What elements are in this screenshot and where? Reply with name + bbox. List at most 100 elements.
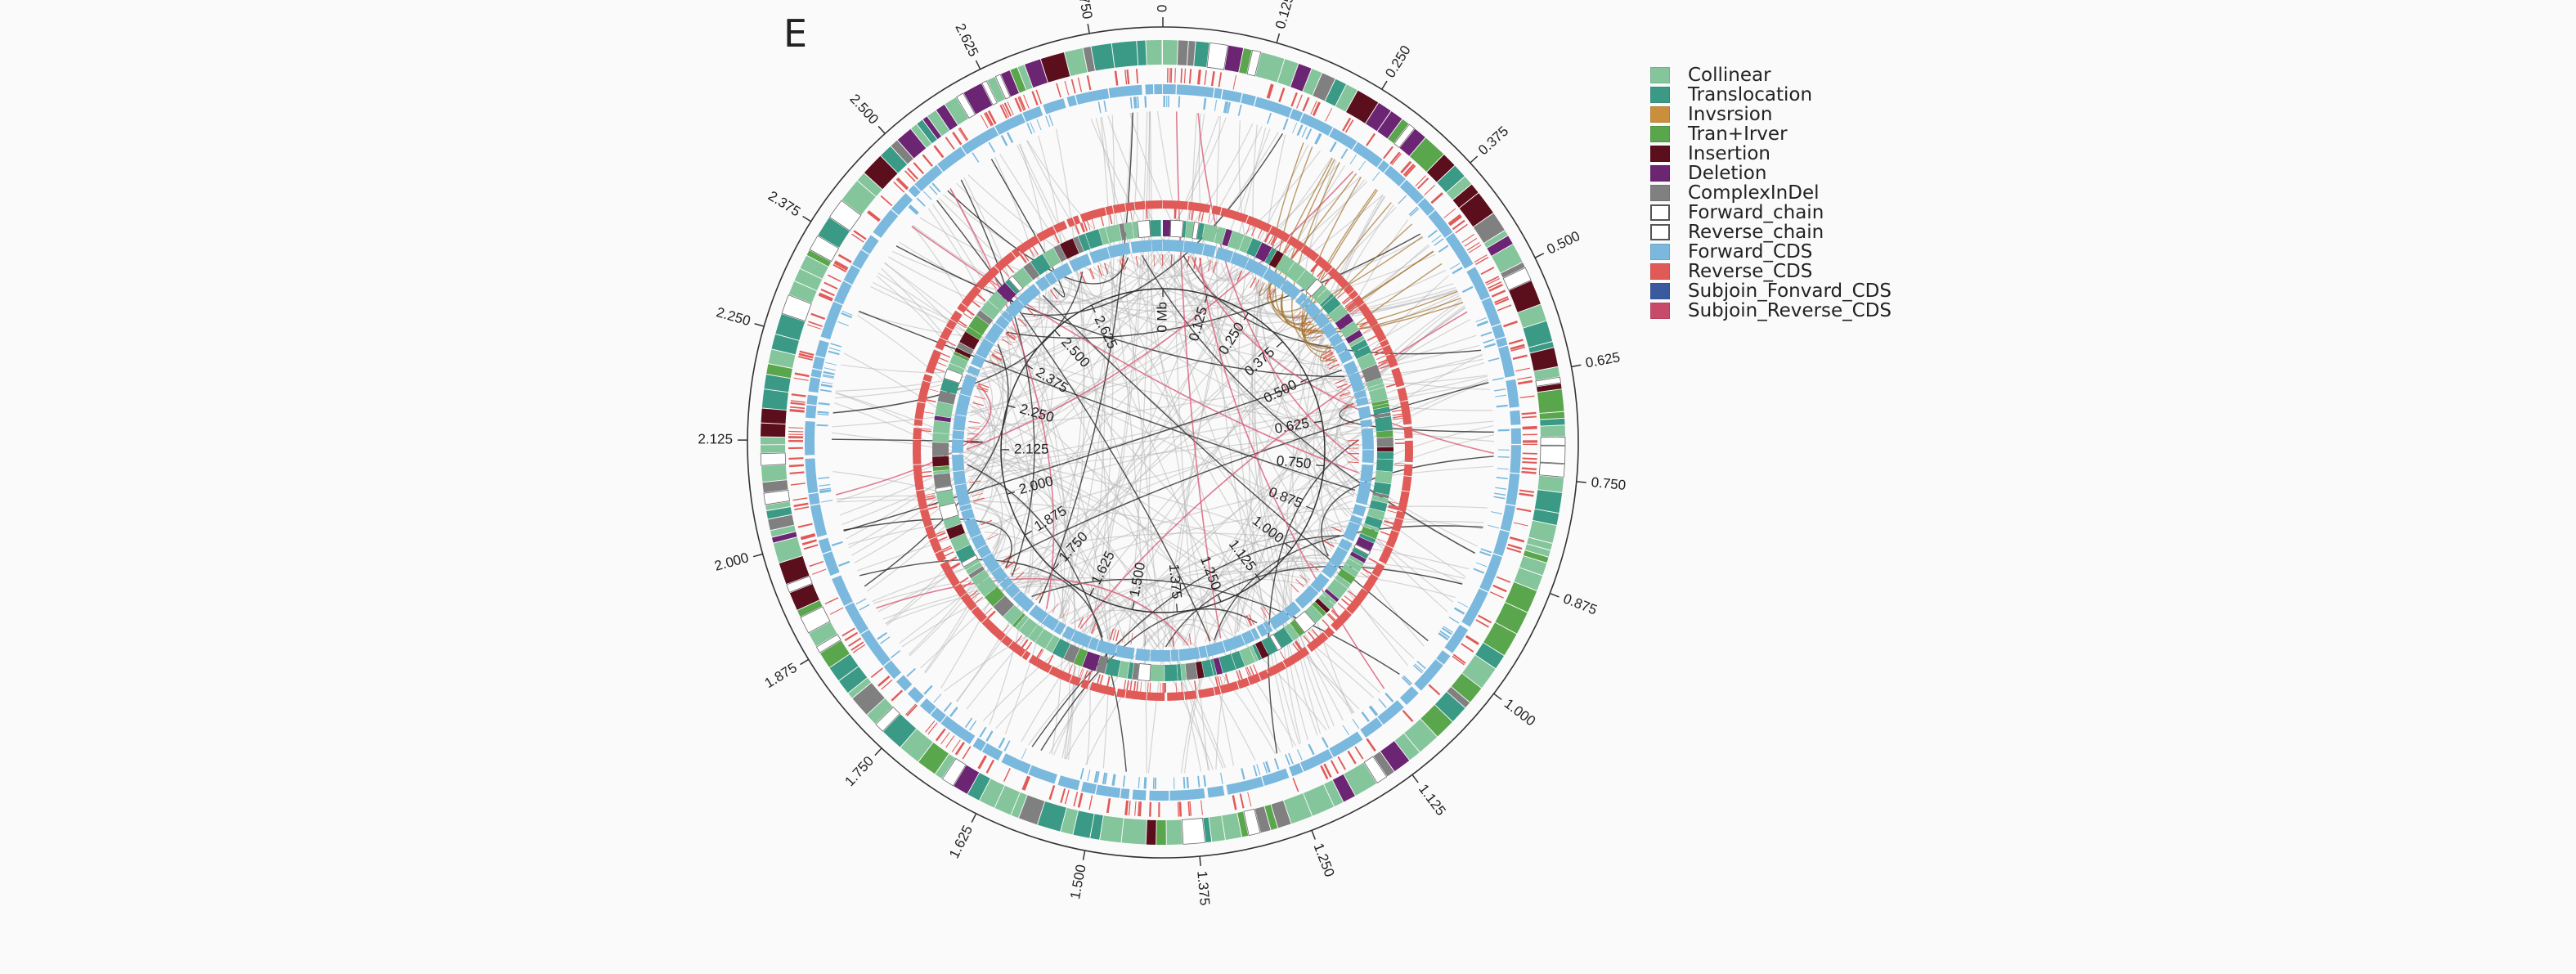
feature-block <box>1277 59 1299 87</box>
cds-band <box>940 326 953 341</box>
cds-mark <box>1273 758 1280 770</box>
legend-item: Reverse_chain <box>1650 222 1892 243</box>
feature-block <box>1239 235 1253 254</box>
feature-block <box>1322 296 1341 315</box>
cds-mark <box>1368 557 1378 563</box>
feature-block <box>1371 399 1389 406</box>
feature-block <box>1165 664 1178 681</box>
cds-mark <box>991 353 1003 361</box>
inner-tick-label: 2.125 <box>1014 441 1049 456</box>
outer-tick-label: 2.375 <box>765 188 803 220</box>
outer-forward-cds-ticks <box>816 96 1510 789</box>
cds-mark <box>1164 682 1165 693</box>
link <box>850 351 1004 556</box>
cds-mark <box>1452 655 1465 666</box>
cds-band <box>1338 538 1353 552</box>
cds-mark <box>1402 675 1412 684</box>
legend-item: Reverse_CDS <box>1650 261 1892 282</box>
cds-mark <box>1079 272 1086 284</box>
cds-mark <box>1345 422 1358 425</box>
cds-mark <box>1475 317 1487 323</box>
cds-mark <box>1295 641 1301 650</box>
cds-band <box>937 146 967 173</box>
cds-mark <box>1393 415 1403 419</box>
legend-label: ComplexInDel <box>1688 182 1820 204</box>
outer-tick-label: 2.625 <box>952 21 981 60</box>
cds-band <box>1466 267 1490 301</box>
cds-band <box>1496 337 1508 348</box>
cds-mark <box>1521 467 1537 471</box>
cds-band <box>1263 267 1286 290</box>
cds-mark <box>794 506 810 510</box>
cds-mark <box>1111 774 1115 786</box>
cds-mark <box>816 424 828 427</box>
outer-tick-label: 0.750 <box>1591 474 1627 493</box>
cds-mark <box>1320 765 1329 779</box>
feature-block <box>1295 269 1317 291</box>
feature-block <box>864 155 898 190</box>
legend-item: Forward_CDS <box>1650 241 1892 263</box>
feature-block <box>1376 437 1393 447</box>
cds-mark <box>904 170 916 182</box>
cds-mark <box>937 361 947 367</box>
cds-mark <box>1135 256 1138 268</box>
cds-band <box>1258 669 1270 681</box>
cds-band <box>1245 258 1268 278</box>
cds-band <box>1187 201 1211 213</box>
link <box>1089 111 1148 633</box>
feature-block <box>954 348 972 359</box>
cds-mark <box>1322 619 1330 627</box>
cds-mark <box>1464 237 1478 247</box>
outer-tick-label: 1.375 <box>1194 870 1213 906</box>
cds-mark <box>1106 676 1111 687</box>
cds-mark <box>1021 748 1027 760</box>
feature-block <box>993 595 1015 617</box>
feature-block <box>1012 267 1033 289</box>
cds-mark <box>1322 352 1333 359</box>
cds-mark <box>1133 680 1136 691</box>
outer-tick-label: 0.875 <box>1561 590 1600 617</box>
cds-mark <box>1496 576 1511 583</box>
cds-mark <box>1480 548 1492 554</box>
cds-mark <box>1391 153 1402 165</box>
cds-mark <box>1495 487 1507 490</box>
cds-mark <box>1391 409 1402 413</box>
cds-mark <box>1170 68 1173 83</box>
cds-mark <box>1236 271 1243 282</box>
cds-band <box>1500 504 1515 532</box>
cds-mark <box>1097 674 1101 684</box>
cds-mark <box>1284 244 1290 254</box>
cds-mark <box>1106 797 1111 814</box>
cds-mark <box>1152 777 1155 789</box>
cds-band <box>1510 428 1521 444</box>
cds-band <box>1001 635 1013 648</box>
cds-mark <box>1475 562 1488 568</box>
cds-mark <box>1415 175 1426 186</box>
cds-mark <box>812 568 827 575</box>
feature-block <box>1325 79 1346 106</box>
cds-mark <box>1174 209 1177 219</box>
link <box>846 291 1049 540</box>
cds-mark <box>1323 763 1332 778</box>
outer-tick <box>1381 80 1388 90</box>
cds-mark <box>1410 208 1420 217</box>
link <box>854 400 991 563</box>
cds-band <box>1358 303 1379 328</box>
cds-mark <box>1331 527 1342 532</box>
cds-band <box>1095 784 1121 798</box>
cds-mark <box>1207 260 1211 272</box>
feature-block <box>761 445 786 453</box>
cds-mark <box>1147 682 1149 693</box>
cds-band <box>957 303 967 313</box>
cds-band <box>1397 491 1410 513</box>
link <box>1031 578 1400 675</box>
cds-mark <box>1208 213 1211 223</box>
cds-mark <box>1489 591 1504 599</box>
feature-block <box>1284 623 1299 641</box>
cds-mark <box>1015 572 1025 581</box>
cds-mark <box>1086 75 1092 91</box>
cds-band <box>952 430 965 440</box>
cds-mark <box>1330 760 1340 774</box>
cds-mark <box>969 720 977 731</box>
cds-mark <box>1331 610 1339 618</box>
